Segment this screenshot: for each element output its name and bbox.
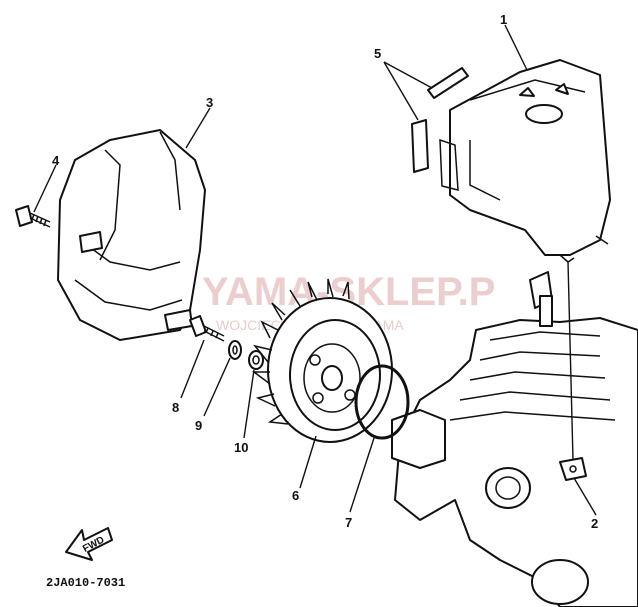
part-3-fan-housing — [57, 129, 206, 341]
callout-7: 7 — [345, 515, 352, 530]
diagram-code: 2JA010-7031 — [46, 576, 125, 590]
part-8-bolt — [189, 315, 225, 342]
callout-5: 5 — [374, 46, 381, 61]
callout-6: 6 — [292, 488, 299, 503]
leader-lines — [33, 24, 597, 516]
part-4-bolt — [15, 205, 51, 228]
callout-9: 9 — [195, 418, 202, 433]
callout-4: 4 — [52, 153, 60, 168]
callout-8: 8 — [172, 400, 179, 415]
part-1-shroud — [439, 59, 611, 263]
callout-10: 10 — [234, 440, 248, 455]
part-7-o-ring — [354, 364, 410, 440]
callout-2: 2 — [591, 516, 598, 531]
part-6-flywheel-fan — [251, 278, 393, 443]
fwd-label: FWD — [81, 535, 106, 555]
engine-block — [391, 271, 638, 607]
part-2-bracket — [559, 457, 587, 481]
fwd-arrow-icon: FWD — [65, 527, 113, 561]
part-10-washer — [248, 350, 264, 370]
part-9-washer — [228, 340, 242, 360]
callout-numbers: 1 2 3 4 5 6 7 8 9 10 — [52, 12, 598, 531]
callout-1: 1 — [500, 12, 507, 27]
callout-3: 3 — [206, 95, 213, 110]
part-5-dampers — [411, 67, 469, 173]
